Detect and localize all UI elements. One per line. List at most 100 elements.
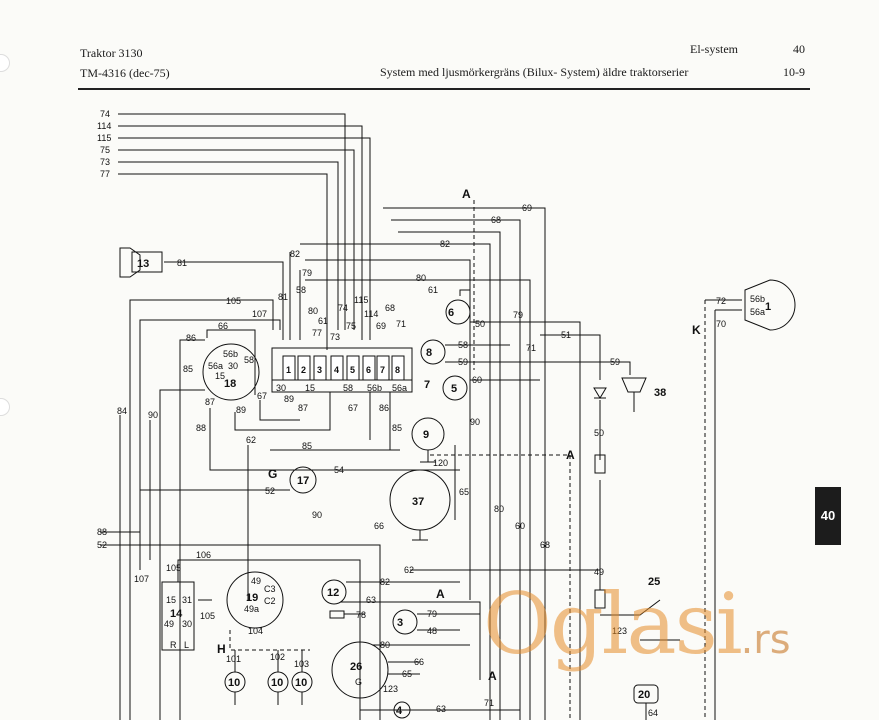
wire-label: 50: [475, 319, 485, 329]
fusebox-terminal-56a: 56a: [392, 383, 407, 393]
wire-label: 62: [246, 435, 256, 445]
wire-label: 90: [148, 410, 158, 420]
wire-label: 89: [236, 405, 246, 415]
component-20: 20: [638, 689, 650, 701]
wire-label: 79: [302, 268, 312, 278]
wire-label: 85: [392, 423, 402, 433]
terminal: 56b: [750, 294, 765, 304]
page-number: 40: [793, 42, 805, 56]
wire-label: 69: [376, 321, 386, 331]
wire-label: 63: [436, 704, 446, 714]
component-25: 25: [648, 576, 660, 588]
wire-label: 86: [186, 333, 196, 343]
wire-label: 79: [513, 310, 523, 320]
wire-label: 120: [433, 458, 448, 468]
wire-label: 82: [290, 249, 300, 259]
wire-label: 52: [97, 540, 107, 550]
diagram-subtitle: System med ljusmörkergräns (Bilux- Syste…: [380, 65, 689, 79]
section-title: El-system: [690, 42, 738, 56]
watermark-logo: Oglasi.rs: [483, 575, 791, 673]
fuse-5: 5: [350, 365, 355, 375]
wire-label: 54: [334, 465, 344, 475]
wire-label: 64: [648, 708, 658, 718]
terminal: 58: [244, 355, 254, 365]
component-26: 26: [350, 661, 362, 673]
terminal: 30: [228, 361, 238, 371]
fuse-8: 8: [395, 365, 400, 375]
wire-label: 80: [494, 504, 504, 514]
fuse-2: 2: [301, 365, 306, 375]
component-17: 17: [297, 475, 309, 487]
fuse-7: 7: [380, 365, 385, 375]
wire-label: 114: [364, 309, 378, 319]
component-37: 37: [412, 496, 424, 508]
wire-label: 60: [472, 375, 482, 385]
wire-label: 115: [97, 133, 111, 143]
wire-label: 51: [561, 330, 571, 340]
fusebox-id: 7: [424, 379, 430, 391]
component-38: 38: [654, 387, 666, 399]
wire-label: 67: [257, 391, 267, 401]
page-tab: 40: [815, 487, 841, 545]
mark-a: A: [566, 448, 575, 462]
terminal: C3: [264, 584, 276, 594]
mark-h: H: [217, 642, 226, 656]
wire-label: 66: [374, 521, 384, 531]
fusebox-terminal-58: 58: [343, 383, 353, 393]
wire-label: 73: [100, 157, 110, 167]
wire-label: 105: [166, 563, 181, 573]
wire-label: 77: [312, 328, 322, 338]
wire-label: 84: [117, 406, 127, 416]
wire-label: 70: [716, 319, 726, 329]
wire-label: 66: [218, 321, 228, 331]
wire-label: 80: [380, 640, 390, 650]
component-3: 3: [397, 617, 403, 629]
wire-label: 85: [302, 441, 312, 451]
wire-label: 107: [252, 309, 267, 319]
wire-label: 88: [97, 527, 107, 537]
component-14: 14: [170, 608, 183, 620]
mark-g: G: [268, 467, 277, 481]
wire-label: 80: [308, 306, 318, 316]
wire-label: 63: [366, 595, 376, 605]
wire-label: 65: [402, 669, 412, 679]
wire-label: 68: [385, 303, 395, 313]
wire-label: 81: [278, 292, 288, 302]
wire-label: 73: [330, 332, 340, 342]
terminal: 56a: [750, 307, 765, 317]
wire-label: 61: [318, 316, 328, 326]
fuse-3: 3: [317, 365, 322, 375]
fusebox-terminal-30: 30: [276, 383, 286, 393]
wire-label: 68: [540, 540, 550, 550]
wire-label: 69: [522, 203, 532, 213]
fuse-1: 1: [286, 365, 291, 375]
wire-label: 104: [248, 626, 263, 636]
wire-label: 87: [205, 397, 215, 407]
terminal: 31: [182, 595, 192, 605]
component-12: 12: [327, 587, 339, 599]
wire-label: 103: [294, 659, 309, 669]
terminal: G: [355, 677, 362, 687]
component-10: 10: [228, 677, 240, 689]
mark-a: A: [436, 587, 445, 601]
wire-label: 85: [183, 364, 193, 374]
doc-model: TM-4316 (dec-75): [80, 66, 170, 80]
component-1: 1: [765, 301, 771, 313]
wire-label: 90: [312, 510, 322, 520]
wire-label: 71: [526, 343, 536, 353]
wire-label: 58: [458, 340, 468, 350]
wire-label: 105: [226, 296, 241, 306]
fusebox-terminal-56b: 56b: [367, 383, 382, 393]
wire-label: 88: [196, 423, 206, 433]
wire-label: 61: [428, 285, 438, 295]
wire-label: 67: [348, 403, 358, 413]
wire-label: 107: [134, 574, 149, 584]
wire-label: 115: [354, 295, 368, 305]
wire-label: 82: [380, 577, 390, 587]
component-6: 6: [448, 307, 454, 319]
wire-label: 58: [296, 285, 306, 295]
fuse-6: 6: [366, 365, 371, 375]
wire-label: 62: [404, 565, 414, 575]
component-10: 10: [295, 677, 307, 689]
wire-label: 66: [414, 657, 424, 667]
